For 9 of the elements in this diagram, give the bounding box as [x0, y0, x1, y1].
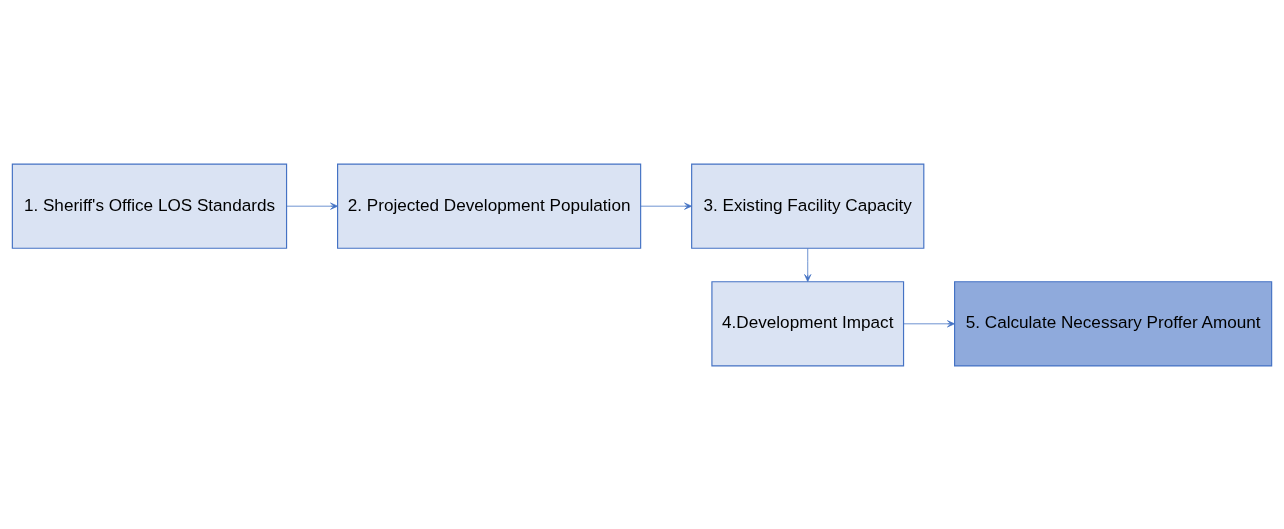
arrow	[903, 319, 955, 327]
arrow	[804, 247, 812, 282]
node-box: 1. Sheriff's Office LOS Standards	[11, 163, 288, 249]
node-box: 3. Existing Facility Capacity	[691, 163, 925, 249]
arrow	[640, 202, 692, 210]
node-box: 4.Development Impact	[711, 280, 905, 366]
node-box: 5. Calculate Necessary Proffer Amount	[954, 280, 1273, 366]
node-box: 2. Projected Development Population	[337, 163, 642, 249]
arrow	[286, 202, 338, 210]
